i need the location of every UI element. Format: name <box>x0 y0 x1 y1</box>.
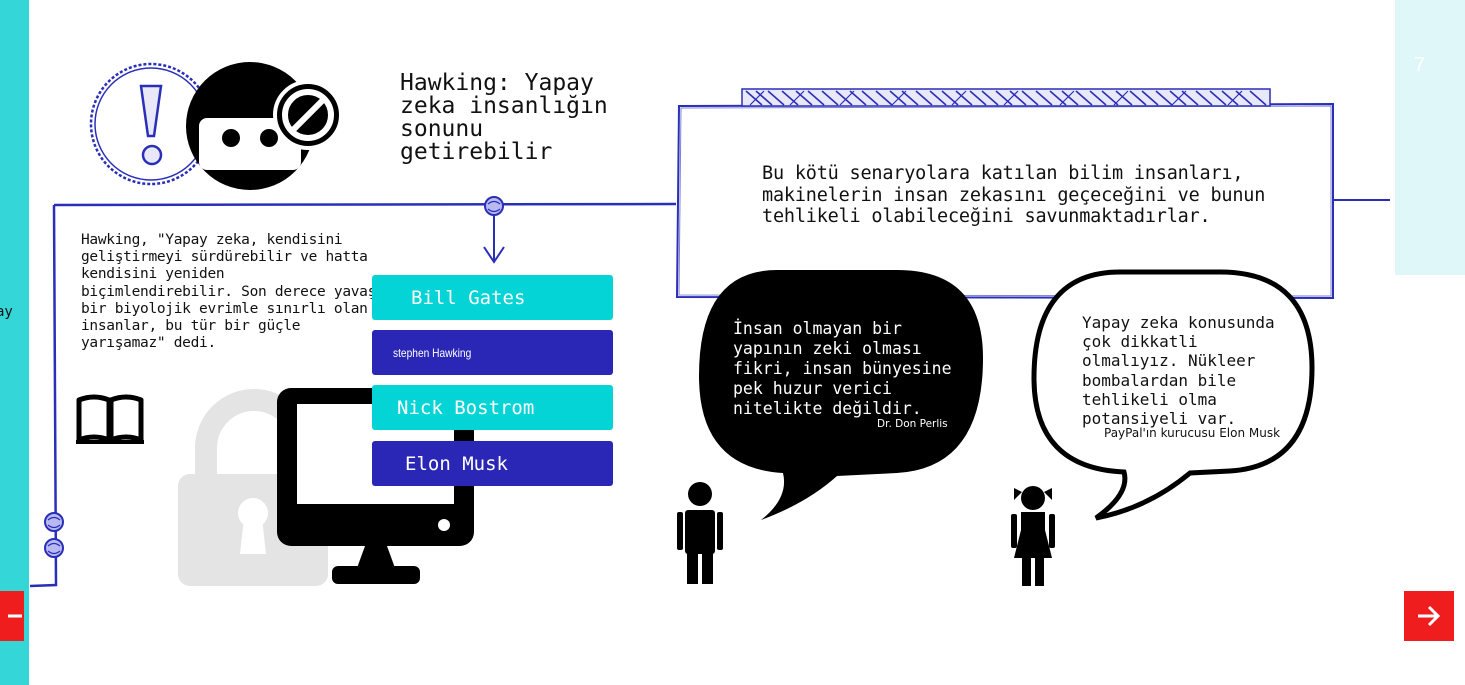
perlis-quote: İnsan olmayan bir yapının zeki olması fi… <box>733 319 952 418</box>
musk-author: PayPal'ın kurucusu Elon Musk <box>1104 426 1281 440</box>
nick-bostrom-button-label: Nick Bostrom <box>397 396 535 419</box>
stephen-hawking-button-label: stephen Hawking <box>393 345 472 360</box>
hawking-quote: Hawking, "Yapay zeka, kendisini geliştir… <box>81 232 377 352</box>
knot-left-lower <box>44 538 64 558</box>
knot-left-upper <box>44 512 64 532</box>
girl-figure-icon <box>1011 486 1055 586</box>
stephen-hawking-button[interactable]: stephen Hawking <box>372 330 613 375</box>
page-number: 7 <box>1414 54 1426 76</box>
scribble-tape <box>741 88 1271 107</box>
previous-page-peek-text: ay <box>0 304 13 320</box>
musk-quote: Yapay zeka konusunda çok dikkatli olmalı… <box>1082 313 1275 429</box>
previous-page-strip: ay <box>0 0 29 685</box>
blocked-face-icon <box>186 62 343 190</box>
book-icon <box>76 394 144 444</box>
bill-gates-button[interactable]: Bill Gates <box>372 275 613 320</box>
elon-musk-button-label: Elon Musk <box>405 452 508 475</box>
warning-icon <box>89 62 213 186</box>
speech-bubble-perlis <box>699 270 983 520</box>
page-title: Hawking: Yapay zeka insanlığın sonunu ge… <box>400 70 608 165</box>
perlis-author: Dr. Don Perlis <box>877 418 948 430</box>
previous-page-button[interactable] <box>0 591 24 641</box>
arrow-left-icon <box>8 614 22 618</box>
card-text: Bu kötü senaryolara katılan bilim insanl… <box>762 163 1266 227</box>
arrow-right-icon <box>1418 605 1441 627</box>
speech-bubble-musk <box>1031 269 1315 521</box>
man-figure-icon <box>677 482 723 584</box>
nick-bostrom-button[interactable]: Nick Bostrom <box>372 385 613 430</box>
next-page-strip <box>1395 0 1465 275</box>
knot-top <box>484 196 504 216</box>
bill-gates-button-label: Bill Gates <box>411 286 526 309</box>
next-page-button[interactable] <box>1404 591 1454 641</box>
elon-musk-button[interactable]: Elon Musk <box>372 441 613 486</box>
